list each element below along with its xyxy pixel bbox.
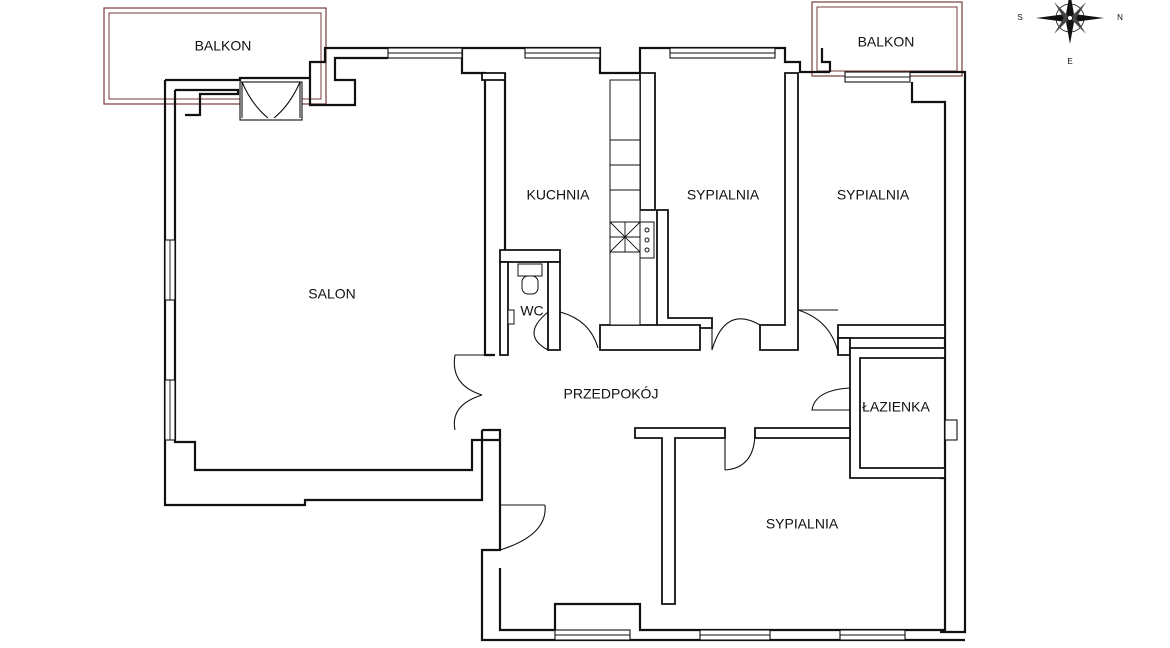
label-balkon-right: BALKON xyxy=(858,34,915,50)
compass-label-south: S xyxy=(1017,13,1022,22)
label-sypialnia-2: SYPIALNIA xyxy=(837,187,910,203)
wc-fixtures xyxy=(507,263,543,325)
label-przedpokoj: PRZEDPOKÓJ xyxy=(564,386,659,402)
interior-walls xyxy=(481,72,946,605)
balcony-door-left xyxy=(239,81,303,121)
kitchen-counter xyxy=(609,79,655,326)
label-salon: SALON xyxy=(308,286,355,302)
label-sypialnia-1: SYPIALNIA xyxy=(687,187,760,203)
balcony-right xyxy=(811,1,963,77)
compass-needle-top xyxy=(1066,0,1074,18)
compass-needle-bottom xyxy=(1066,18,1074,44)
balcony-door-right xyxy=(844,71,911,83)
compass-label-east: E xyxy=(1067,57,1072,66)
label-kuchnia: KUCHNIA xyxy=(526,187,590,203)
compass-needle-left xyxy=(1036,14,1070,22)
label-lazienka: ŁAZIENKA xyxy=(862,399,930,415)
label-sypialnia-3: SYPIALNIA xyxy=(766,516,839,532)
compass-label-north: N xyxy=(1117,13,1123,22)
label-wc: WC xyxy=(520,303,543,319)
balcony-left xyxy=(103,7,327,105)
doors xyxy=(453,309,851,551)
window-lazienka xyxy=(944,419,958,441)
compass-needle-right xyxy=(1070,14,1104,22)
compass-rose: S N E xyxy=(1017,0,1123,66)
label-balkon-left: BALKON xyxy=(195,38,252,54)
windows xyxy=(164,47,958,641)
